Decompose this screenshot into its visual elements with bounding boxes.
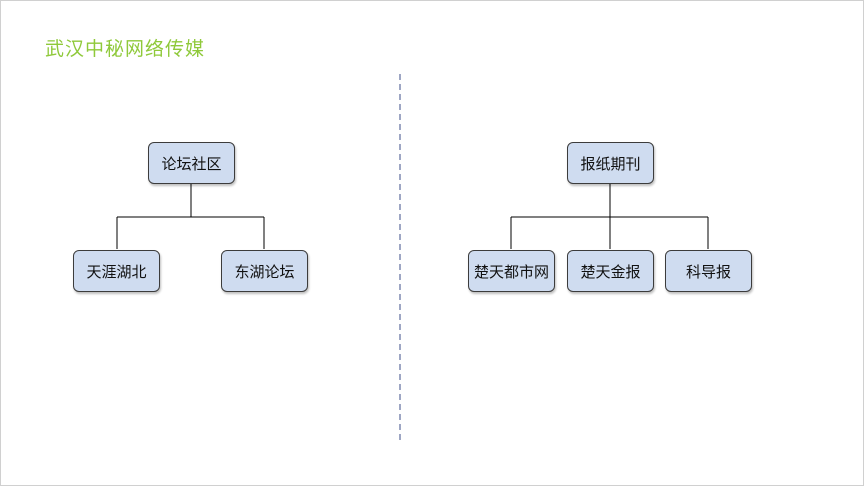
slide-title: 武汉中秘网络传媒 xyxy=(45,38,206,60)
node-kedao-bao: 科导报 xyxy=(665,250,752,292)
node-tianya-hubei: 天涯湖北 xyxy=(73,250,160,292)
node-forum-community: 论坛社区 xyxy=(148,142,235,184)
node-chutian-metro-net: 楚天都市网 xyxy=(468,250,555,292)
node-newspapers-periodicals: 报纸期刊 xyxy=(567,142,654,184)
center-divider xyxy=(399,74,401,440)
node-donghu-forum: 东湖论坛 xyxy=(221,250,308,292)
node-chutian-jinbao: 楚天金报 xyxy=(567,250,654,292)
